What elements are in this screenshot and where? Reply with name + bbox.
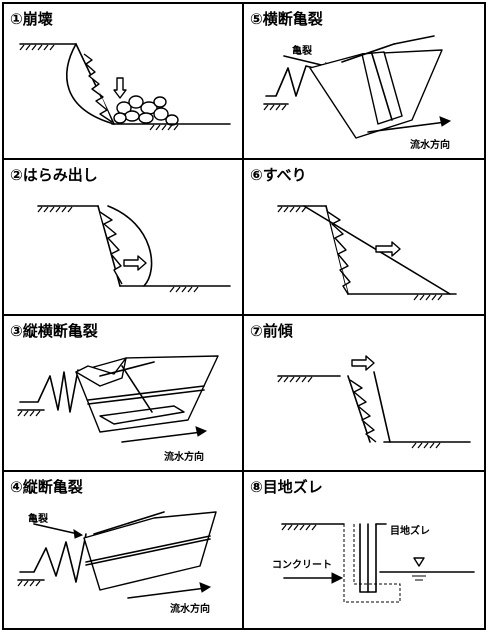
down-arrow [113, 77, 127, 99]
longitudinal-transverse-crack-diagram [17, 355, 219, 443]
panel-title: ③縦横断亀裂 [10, 322, 98, 340]
right-arrow [123, 255, 147, 271]
panel-title: ②はらみ出し [10, 166, 98, 184]
panel-title: ⑧目地ズレ [250, 478, 323, 496]
panel-longitudinal-crack: ④縦断亀裂 亀裂 流水方向 [4, 472, 244, 628]
ground-hatch [17, 409, 45, 417]
transverse-crack-diagram [263, 35, 452, 139]
wall-profile [19, 369, 79, 413]
failure-arc [65, 43, 115, 125]
joint-displacement-diagram [281, 523, 475, 603]
ground-hatch [263, 103, 289, 111]
right-arrow [351, 355, 375, 371]
original-wall-outline [343, 524, 401, 603]
water-level-mark [413, 557, 425, 567]
ground-hatch-bottom [169, 286, 199, 293]
flow-arrow [121, 431, 203, 443]
ground-hatch [17, 579, 45, 587]
sliding-diagram [277, 205, 457, 301]
panel-longitudinal-transverse-crack: ③縦横断亀裂 流水方向 [4, 316, 244, 472]
longitudinal-crack [85, 535, 211, 563]
panel-joint-displacement: ⑧目地ズレ 目地ズレ コンクリート [244, 472, 484, 628]
crack-label: 亀裂 [292, 46, 312, 57]
wall-front [373, 371, 391, 443]
wall-profile [265, 65, 315, 97]
panel-title: ⑤横断亀裂 [250, 10, 323, 28]
flow-direction-label: 流水方向 [170, 604, 210, 615]
panel-bulging: ②はらみ出し [4, 160, 244, 316]
debris-pile [113, 95, 179, 126]
crack-line [371, 53, 393, 121]
ground-hatch-bottom [411, 442, 441, 449]
right-arrow [375, 241, 401, 257]
forward-tilt-diagram [277, 355, 471, 449]
wall-teeth [83, 53, 113, 123]
ground-hatch-top [277, 205, 327, 213]
wall-teeth [349, 379, 377, 443]
top-edge [93, 511, 165, 535]
wall-face [75, 43, 115, 125]
panel-collapse: ①崩壊 [4, 4, 244, 160]
collapse-diagram [19, 43, 231, 131]
bulge-curve [107, 205, 153, 287]
flow-arrow [367, 121, 447, 133]
crack-label: 亀裂 [28, 514, 48, 525]
flow-direction-label: 流水方向 [164, 452, 204, 463]
concrete-label: コンクリート [272, 560, 332, 571]
ground-hatch-top [277, 375, 341, 383]
crack-upper [75, 357, 127, 387]
wall-back [347, 375, 371, 443]
longitudinal-crack-diagram [17, 511, 217, 599]
ground-hatch-top [19, 43, 77, 51]
panel-title: ①崩壊 [10, 10, 53, 28]
top-edge [341, 43, 395, 63]
panel-sliding: ⑥すべり [244, 160, 484, 316]
panel-forward-tilt: ⑦前傾 [244, 316, 484, 472]
ground-hatch-top [281, 523, 345, 531]
wall-teeth [327, 211, 351, 295]
ground-hatch-bottom [413, 294, 443, 301]
panel-title: ④縦断亀裂 [10, 478, 83, 496]
flow-direction-label: 流水方向 [410, 140, 450, 151]
transverse-crack [121, 365, 153, 413]
ground-hatch-top [37, 205, 99, 213]
panel-title: ⑥すべり [250, 166, 307, 184]
bulging-diagram [37, 205, 231, 293]
wall-profile [19, 533, 87, 583]
wall-teeth [99, 211, 123, 285]
panel-title: ⑦前傾 [250, 322, 293, 340]
crack-pointer [33, 523, 79, 535]
panel-transverse-crack: ⑤横断亀裂 亀裂 流水方向 [244, 4, 484, 160]
joint-label: 目地ズレ [390, 526, 430, 537]
longitudinal-crack [87, 385, 205, 401]
wall-block [75, 355, 219, 433]
ground-hatch-bottom [149, 124, 179, 131]
flow-arrow [127, 587, 207, 599]
